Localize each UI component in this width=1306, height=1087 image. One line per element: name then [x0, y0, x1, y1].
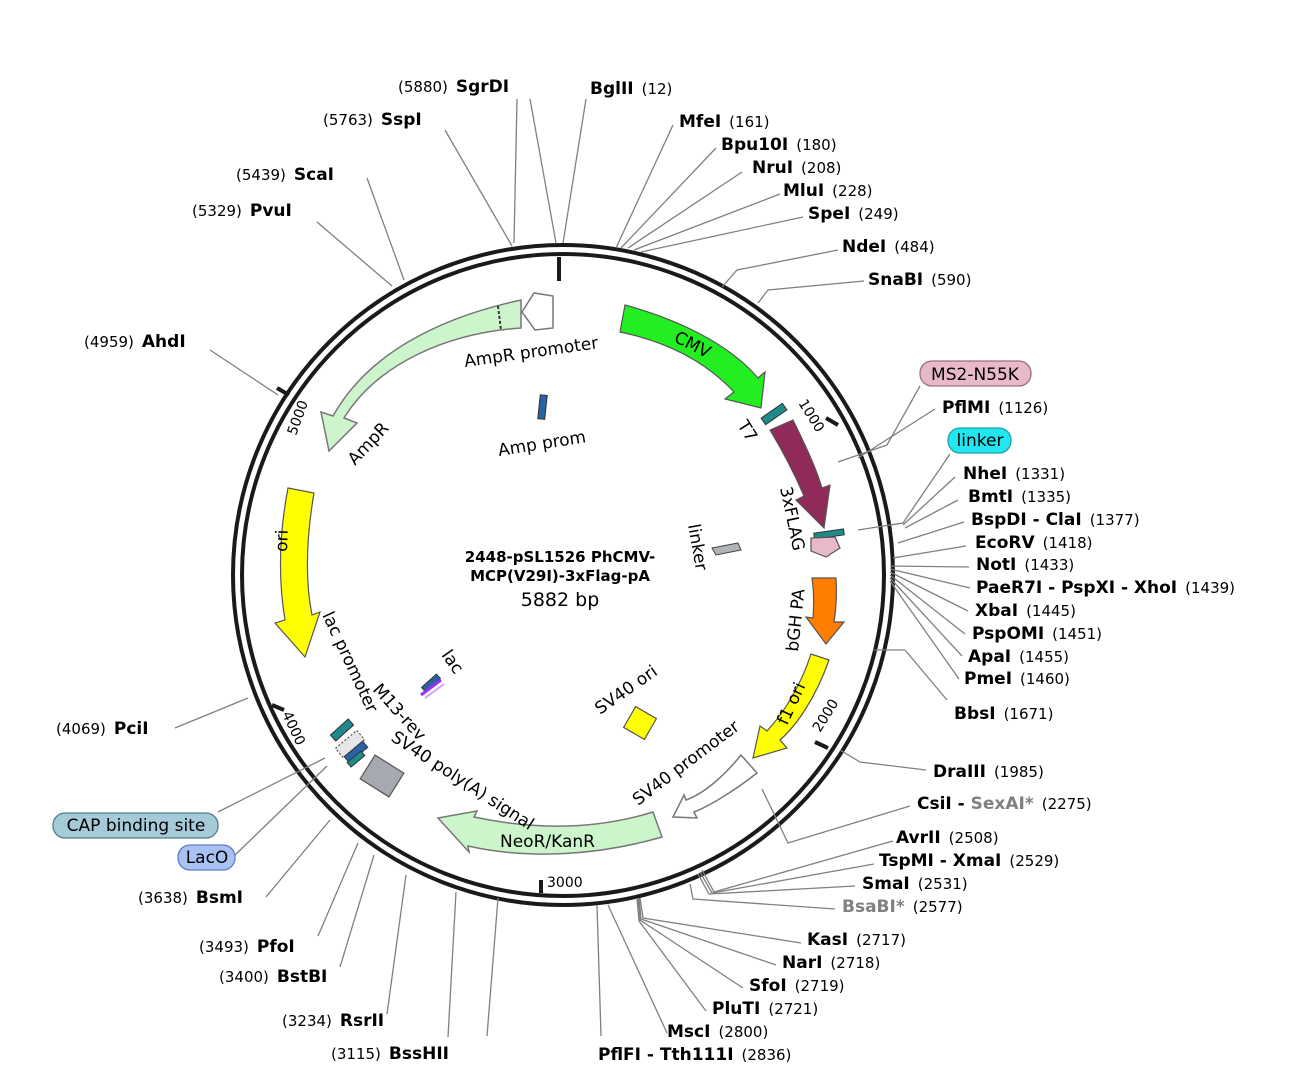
site-draiii: DraIII(1985) [933, 762, 1044, 782]
ori-label: ori [272, 529, 293, 552]
cap-pill-text: CAP binding site [67, 816, 206, 836]
site-labels: (5880)SgrDI BglII(12) MfeI(161) Bpu10I(1… [56, 77, 1235, 1065]
neor-label: NeoR/KanR [500, 832, 595, 852]
linker-pill [947, 427, 1012, 454]
leader-lines [174, 98, 971, 1038]
site-pvui: (5329)PvuI [192, 201, 292, 221]
ms2-pill [919, 360, 1032, 387]
site-noti: NotI(1433) [976, 555, 1074, 575]
site-ecorv: EcoRV(1418) [975, 533, 1093, 553]
sv40-ori-marker [622, 705, 658, 741]
sv40-ori-label: SV40 ori [591, 662, 661, 719]
site-bsabi: BsaBI*(2577) [842, 897, 963, 917]
ampr-promoter-label: AmpR promoter [463, 333, 600, 372]
site-sfoi: SfoI(2719) [749, 976, 845, 996]
ampr-promoter-arrow [521, 292, 554, 331]
site-pflfi: PflFI - Tth111I(2836) [598, 1045, 791, 1065]
site-spei: SpeI(249) [808, 204, 899, 224]
site-mlui: MluI(228) [783, 181, 873, 201]
ms2-n55k-arrow [810, 536, 841, 558]
cap-pill [52, 812, 219, 839]
site-pspomi: PspOMI(1451) [972, 624, 1102, 644]
site-apai: ApaI(1455) [968, 647, 1069, 667]
neor-arrow [436, 809, 663, 855]
site-pfoi: (3493)PfoI [199, 937, 295, 957]
tick-label-1000: 1000 [795, 397, 827, 436]
ms2-pill-text: MS2-N55K [931, 365, 1020, 385]
site-scai: (5439)ScaI [236, 165, 334, 185]
site-bsmi: (3638)BsmI [138, 888, 243, 908]
site-ahdi: (4959)AhdI [84, 332, 186, 352]
bgh-arrow [804, 577, 846, 645]
site-kasi: KasI(2717) [807, 930, 906, 950]
site-smai: SmaI(2531) [862, 874, 968, 894]
site-csii: CsiI - SexAI*(2275) [917, 794, 1092, 814]
cmv-arrow [619, 304, 766, 409]
ampr-arrow [320, 299, 522, 453]
linker-inner-label: linker [683, 522, 711, 572]
site-bbsi: BbsI(1671) [954, 704, 1053, 724]
site-nhei: NheI(1331) [963, 464, 1065, 484]
amp-prom-label: Amp prom [497, 427, 588, 461]
linker-inner-marker [711, 542, 742, 556]
site-snabi: SnaBI(590) [868, 270, 971, 290]
site-bspdi: BspDI - ClaI(1377) [971, 510, 1140, 530]
m13-rev-marker [329, 718, 355, 742]
site-pmei: PmeI(1460) [964, 669, 1070, 689]
linker-pill-text: linker [957, 431, 1004, 451]
plasmid-title: 2448-pSL1526 PhCMV- MCP(V29I)-3xFlag-pA … [465, 548, 655, 611]
site-msci: MscI(2800) [667, 1022, 768, 1042]
laco-pill-text: LacO [186, 848, 229, 868]
gray-box-marker [359, 754, 405, 798]
sv40-promoter-arrow [671, 753, 759, 819]
lac-promoter-label: lac promoter [317, 609, 381, 716]
site-nrui: NruI(208) [752, 158, 841, 178]
site-mfei: MfeI(161) [679, 112, 770, 132]
tick-label-5000: 5000 [285, 398, 312, 437]
bgh-label: bGH PA [783, 587, 810, 652]
f1-arrow [752, 653, 830, 759]
site-bmti: BmtI(1335) [968, 487, 1071, 507]
site-pflmi: PflMI(1126) [942, 398, 1048, 418]
site-avrii: AvrII(2508) [896, 828, 999, 848]
laco-pill [177, 844, 236, 871]
flag-arrow [769, 419, 831, 530]
plasmid-length: 5882 bp [521, 589, 600, 611]
t7-marker [760, 402, 788, 426]
site-bsshii: (3115)BssHII [331, 1044, 449, 1064]
site-sgrdi: (5880)SgrDI [398, 77, 509, 97]
pill-labels: MS2-N55K linker CAP binding site LacO [52, 360, 1032, 871]
tick-label-2000: 2000 [810, 696, 842, 735]
site-pcii: (4069)PciI [56, 719, 149, 739]
site-tspmi: TspMI - XmaI(2529) [879, 851, 1059, 871]
plasmid-name-line2: MCP(V29I)-3xFlag-pA [470, 567, 650, 585]
site-ndei: NdeI(484) [842, 237, 935, 257]
plasmid-name-line1: 2448-pSL1526 PhCMV- [465, 548, 655, 566]
lac-label: lac [437, 646, 467, 678]
site-sspi: (5763)SspI [323, 110, 422, 130]
tick-label-3000: 3000 [547, 875, 583, 891]
backbone [231, 243, 895, 907]
site-xbai: XbaI(1445) [975, 601, 1076, 621]
site-rsrii: (3234)RsrII [282, 1011, 384, 1031]
site-bstbi: (3400)BstBI [219, 967, 327, 987]
features [273, 292, 846, 855]
t7-label: T7 [732, 416, 761, 445]
site-bpu10i: Bpu10I(180) [721, 135, 837, 155]
site-paer7i: PaeR7I - PspXI - XhoI(1439) [976, 578, 1235, 598]
cap-site-marker [346, 750, 366, 768]
ori-arrow [273, 487, 321, 659]
site-nari: NarI(2718) [782, 953, 880, 973]
site-pluti: PluTI(2721) [712, 999, 818, 1019]
amp-prom-marker [537, 394, 548, 420]
site-bglii: BglII(12) [590, 79, 672, 99]
